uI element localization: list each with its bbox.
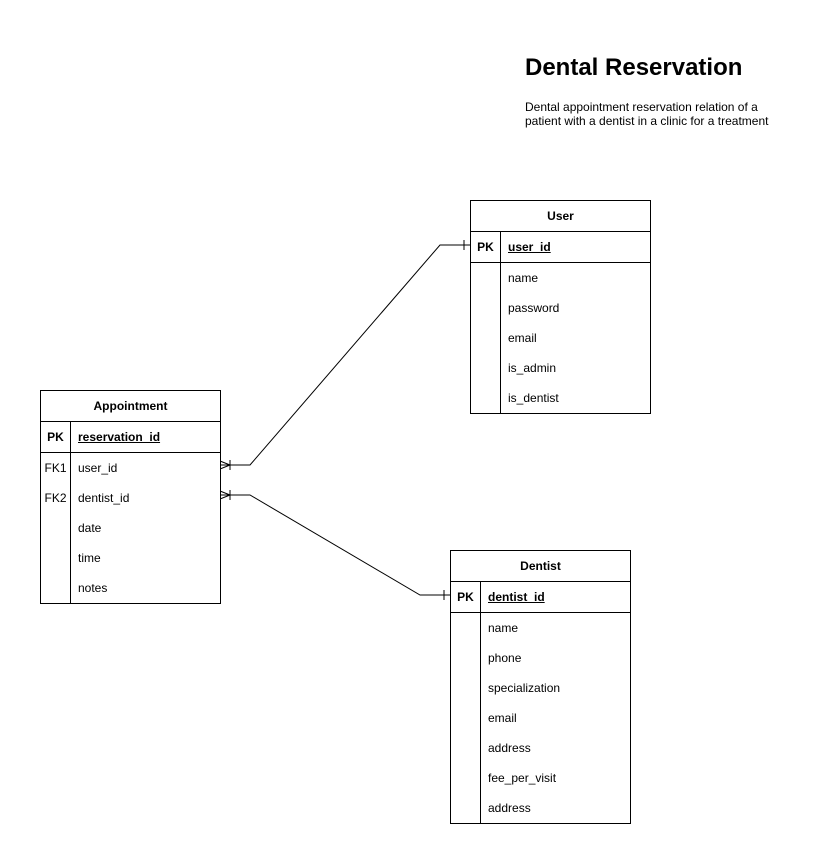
field-name: email: [508, 331, 537, 345]
field-name: user_id: [508, 240, 551, 254]
key-label: [41, 543, 71, 573]
field-name: dentist_id: [78, 491, 130, 505]
key-label: [471, 263, 501, 293]
field-name: fee_per_visit: [488, 771, 557, 785]
key-label: FK2: [41, 483, 71, 513]
entity-dentist-row: email: [451, 703, 630, 733]
field-name: password: [508, 301, 560, 315]
key-label: PK: [41, 422, 71, 452]
entity-user-row: email: [471, 323, 650, 353]
entity-appointment-row: FK2 dentist_id: [41, 483, 220, 513]
key-label: [471, 353, 501, 383]
key-label: [451, 733, 481, 763]
entity-dentist[interactable]: Dentist PK dentist_id name phone special…: [450, 550, 631, 824]
field-name: phone: [488, 651, 522, 665]
key-label: [471, 383, 501, 413]
field-name: reservation_id: [78, 430, 161, 444]
key-label: PK: [471, 232, 501, 262]
entity-appointment-row: notes: [41, 573, 220, 603]
entity-dentist-row: address: [451, 793, 630, 823]
key-label: [41, 513, 71, 543]
field-name: address: [488, 801, 531, 815]
entity-user-row: PK user_id: [471, 232, 650, 263]
entity-appointment[interactable]: Appointment PK reservation_id FK1 user_i…: [40, 390, 221, 604]
field-name: is_admin: [508, 361, 557, 375]
field-name: is_dentist: [508, 391, 559, 405]
field-name: name: [508, 271, 539, 285]
field-name: time: [78, 551, 101, 565]
key-label: [471, 323, 501, 353]
key-label: PK: [451, 582, 481, 612]
entity-user[interactable]: User PK user_id name password email is_a…: [470, 200, 651, 414]
field-name: user_id: [78, 461, 118, 475]
entity-user-row: password: [471, 293, 650, 323]
key-label: [41, 573, 71, 603]
relationship-appointment-dentist[interactable]: [219, 490, 450, 600]
entity-dentist-row: name: [451, 613, 630, 643]
entity-user-header: User: [471, 201, 650, 232]
entity-dentist-row: phone: [451, 643, 630, 673]
key-label: [451, 763, 481, 793]
entity-appointment-row: FK1 user_id: [41, 453, 220, 483]
field-name: dentist_id: [488, 590, 545, 604]
key-label: [451, 673, 481, 703]
entity-dentist-row: address: [451, 733, 630, 763]
key-label: [471, 293, 501, 323]
field-name: name: [488, 621, 519, 635]
entity-appointment-row: PK reservation_id: [41, 422, 220, 453]
entity-dentist-row: specialization: [451, 673, 630, 703]
field-name: email: [488, 711, 517, 725]
key-label: [451, 703, 481, 733]
key-label: [451, 793, 481, 823]
entity-dentist-header: Dentist: [451, 551, 630, 582]
entity-user-row: name: [471, 263, 650, 293]
entity-user-row: is_admin: [471, 353, 650, 383]
diagram-description: Dental appointment reservation relation …: [525, 100, 769, 128]
entity-appointment-header: Appointment: [41, 391, 220, 422]
field-name: date: [78, 521, 102, 535]
key-label: [451, 643, 481, 673]
field-name: specialization: [488, 681, 561, 695]
entity-dentist-row: PK dentist_id: [451, 582, 630, 613]
key-label: [451, 613, 481, 643]
field-name: notes: [78, 581, 108, 595]
entity-user-row: is_dentist: [471, 383, 650, 413]
entity-appointment-row: time: [41, 543, 220, 573]
diagram-title: Dental Reservation: [525, 54, 743, 81]
entity-dentist-row: fee_per_visit: [451, 763, 630, 793]
key-label: FK1: [41, 453, 71, 483]
field-name: address: [488, 741, 531, 755]
relationship-appointment-user[interactable]: [219, 240, 470, 470]
entity-appointment-row: date: [41, 513, 220, 543]
